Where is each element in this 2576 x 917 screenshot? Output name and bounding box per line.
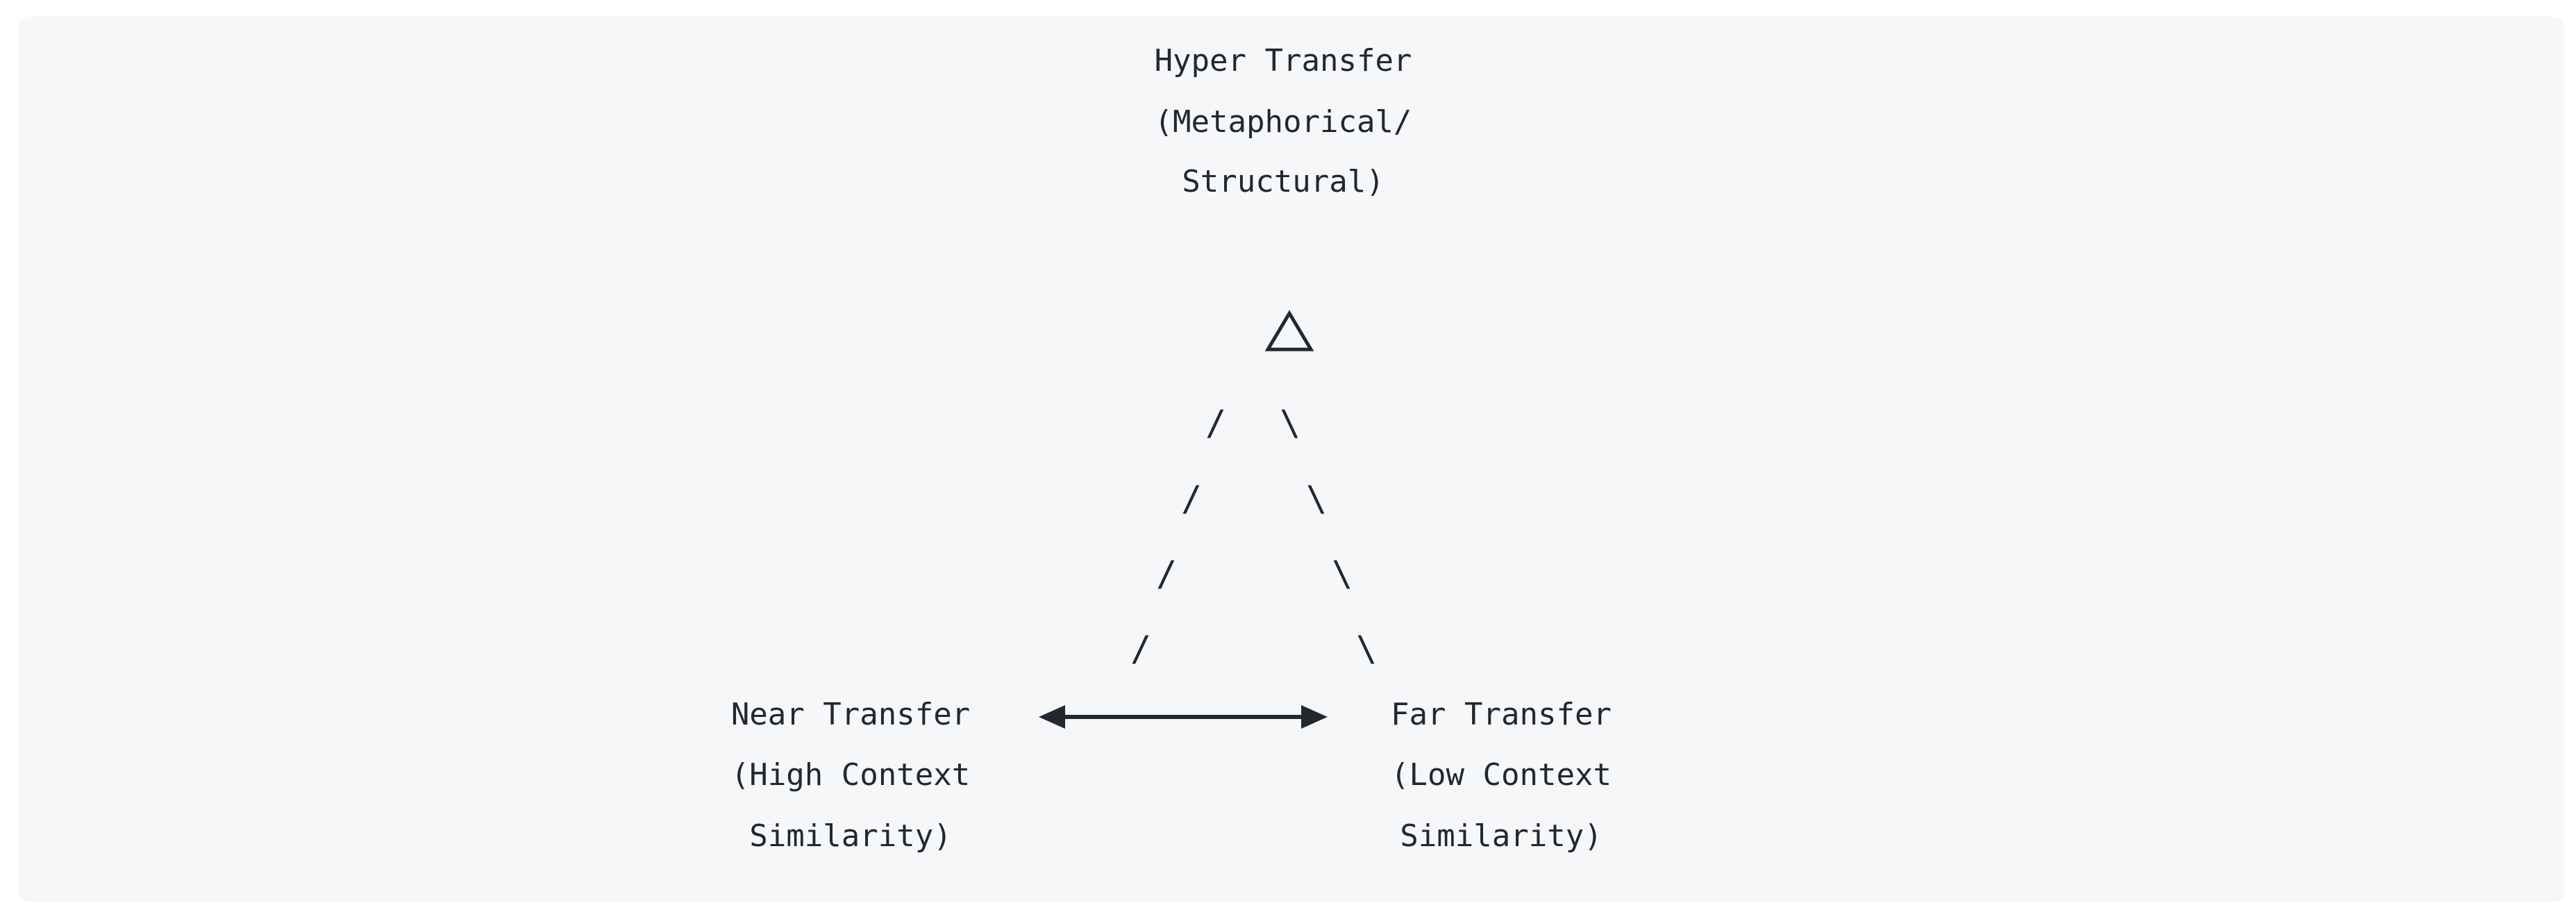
triangle-side-left-row-3: / bbox=[1155, 554, 1178, 594]
far-transfer-qualifier-line-1: (Low Context bbox=[1391, 757, 1612, 793]
apex-node-qualifier-line-2: Structural) bbox=[1182, 164, 1385, 199]
triangle-side-right-row-3: \ bbox=[1331, 554, 1353, 594]
diagram-panel: Hyper Transfer (Metaphorical/ Structural… bbox=[18, 17, 2564, 902]
triangle-side-left-row-1: / bbox=[1205, 403, 1227, 443]
near-transfer-label: Near Transfer bbox=[730, 697, 971, 732]
triangle-side-right-row-4: \ bbox=[1355, 629, 1378, 669]
triangle-side-right-row-1: \ bbox=[1279, 403, 1301, 443]
near-transfer-qualifier-line-1: (High Context bbox=[730, 757, 971, 793]
apex-node-qualifier-line-1: (Metaphorical/ bbox=[1154, 104, 1412, 140]
triangle-side-left-row-2: / bbox=[1180, 479, 1203, 519]
triangle-outline-icon bbox=[1264, 309, 1314, 356]
triangle-side-right-row-2: \ bbox=[1305, 479, 1328, 519]
triangle-side-left-row-4: / bbox=[1130, 629, 1152, 669]
left-right-arrow-icon bbox=[1037, 702, 1329, 732]
far-transfer-qualifier-line-2: Similarity) bbox=[1400, 818, 1603, 854]
near-transfer-qualifier-line-2: Similarity) bbox=[749, 818, 952, 854]
far-transfer-label: Far Transfer bbox=[1391, 697, 1612, 732]
apex-node-label: Hyper Transfer bbox=[1154, 43, 1412, 79]
